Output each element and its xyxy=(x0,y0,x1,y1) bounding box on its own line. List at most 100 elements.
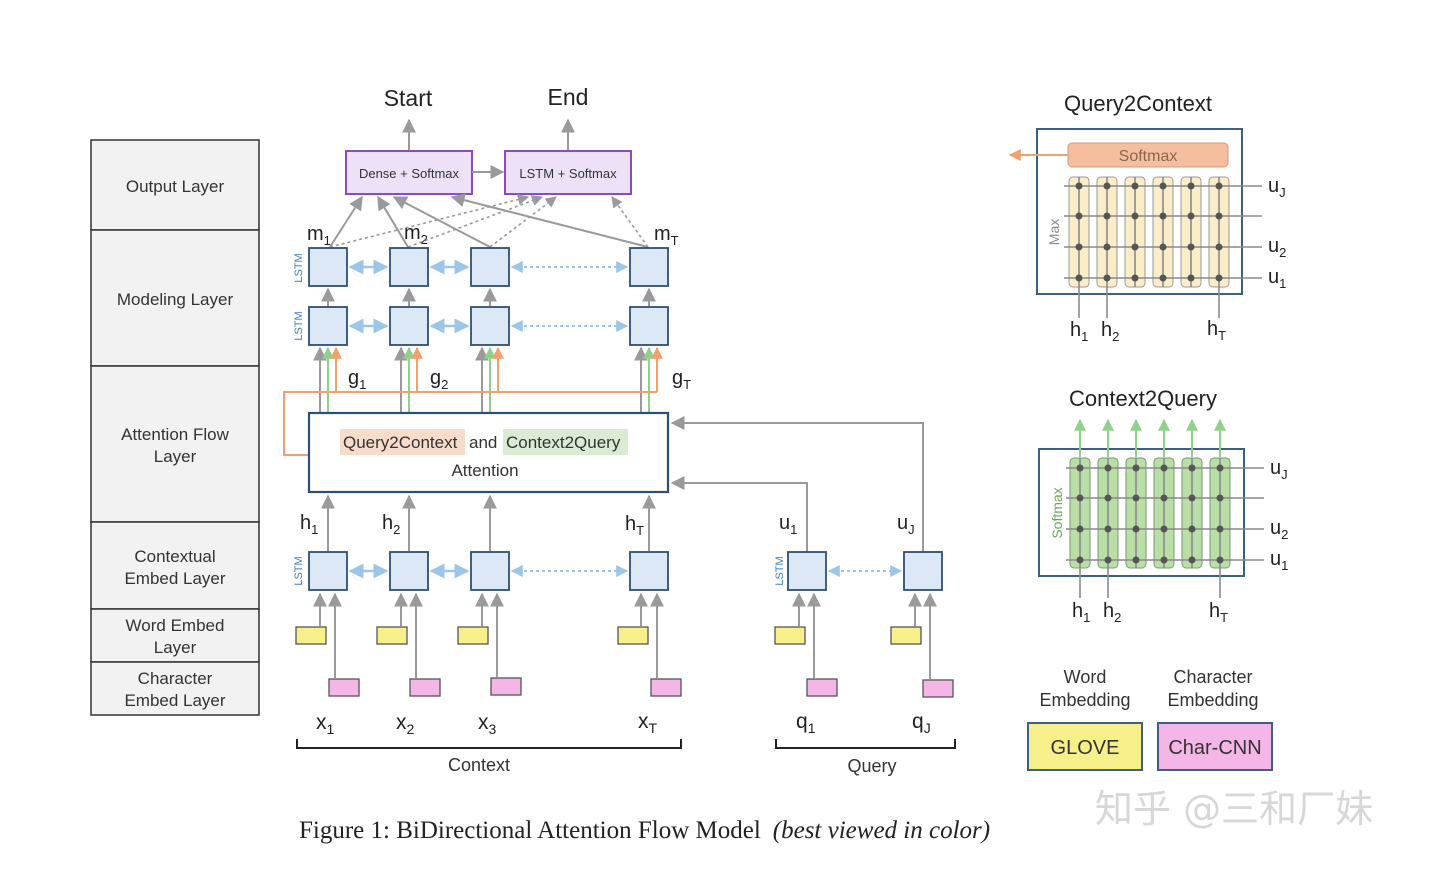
output-layer: Start End Dense + Softmax LSTM + Softmax xyxy=(329,84,649,248)
query-bracket xyxy=(775,739,956,749)
q2c-highlight xyxy=(340,429,465,455)
word-embed-qJ xyxy=(890,626,922,645)
m1-to-lstm-arrow xyxy=(329,194,530,248)
layer-label-contextual-2: Embed Layer xyxy=(124,569,225,588)
modeling-top-cell-2 xyxy=(389,247,429,287)
layer-label-contextual-1: Contextual xyxy=(134,547,215,566)
c2q-h2-label: h2 xyxy=(1103,600,1121,625)
attention-c2q-text: Context2Query xyxy=(506,433,621,452)
attention-subtitle: Attention xyxy=(451,461,518,480)
x1-label: x1 xyxy=(316,711,335,737)
c2q-u1-label: u1 xyxy=(1270,548,1288,573)
layer-box-attention xyxy=(90,365,260,523)
m1-to-dense-arrow xyxy=(329,195,363,248)
context-lstm-cell-3 xyxy=(470,551,510,591)
char-embed-1 xyxy=(328,678,360,697)
lstm-tag-modeling-top: LSTM xyxy=(293,253,305,282)
uJ-to-attention-arrow xyxy=(670,416,924,552)
q2c-u1-label: u1 xyxy=(1268,266,1286,291)
g2-label: g2 xyxy=(430,367,448,392)
legend-word-line1: Word xyxy=(1064,667,1107,687)
m2-label: m2 xyxy=(404,222,428,247)
watermark: 知乎 @三和厂妹 xyxy=(1095,787,1373,831)
q1-label: q1 xyxy=(796,710,816,736)
word-embed-1 xyxy=(295,626,327,645)
q2c-softmax-label: Softmax xyxy=(1119,148,1178,165)
u1-to-attention-arrow xyxy=(670,476,808,552)
start-label: Start xyxy=(384,85,433,111)
q2c-panel-title: Query2Context xyxy=(1064,91,1212,116)
embed-layers xyxy=(295,592,954,698)
layer-label-char-1: Character xyxy=(138,669,213,688)
layer-label-attention-1: Attention Flow xyxy=(121,425,229,444)
lstm-softmax-label: LSTM + Softmax xyxy=(519,166,617,181)
q2c-h2-label: h2 xyxy=(1101,319,1119,344)
char-embed-T xyxy=(650,678,682,697)
c2q-h1-label: h1 xyxy=(1072,600,1090,625)
lstm-tag-modeling-bottom: LSTM xyxy=(293,311,305,340)
q2c-uJ-label: uJ xyxy=(1268,175,1286,200)
u1-label: u1 xyxy=(779,512,797,537)
c2q-panel: Context2Query Softmax xyxy=(1038,386,1288,625)
mT-label: mT xyxy=(654,223,679,248)
x2-label: x2 xyxy=(396,711,415,737)
attention-flow-layer: Query2Context and Context2Query Attentio… xyxy=(283,346,924,552)
h1-label: h1 xyxy=(300,512,318,537)
query-lstm-cell-1 xyxy=(787,551,827,591)
modeling-top-cell-T xyxy=(629,247,669,287)
char-embed-qJ xyxy=(922,679,954,698)
figure-caption: Figure 1: BiDirectional Attention Flow M… xyxy=(299,817,990,844)
legend-char-line1: Character xyxy=(1173,667,1252,687)
context-lstm-cell-2 xyxy=(389,551,429,591)
hT-label: hT xyxy=(625,513,644,538)
layer-label-output: Output Layer xyxy=(126,177,225,196)
word-embed-T xyxy=(617,626,649,645)
layer-label-char-2: Embed Layer xyxy=(124,691,225,710)
modeling-bottom-cell-2 xyxy=(389,306,429,346)
c2q-panel-title: Context2Query xyxy=(1069,386,1217,411)
word-embed-q1 xyxy=(774,626,806,645)
mT-to-lstm-arrow xyxy=(611,196,649,248)
m3-to-lstm-arrow xyxy=(489,196,557,248)
q2c-grid-dots xyxy=(1075,182,1223,282)
mT-to-dense-arrow xyxy=(450,193,649,248)
c2q-uJ-label: uJ xyxy=(1270,457,1288,482)
lstm-softmax-box xyxy=(504,150,632,195)
context-lstm-cell-1 xyxy=(308,551,348,591)
context-lstm-cell-T xyxy=(629,551,669,591)
g-vectors xyxy=(283,346,663,456)
m1-label: m1 xyxy=(307,223,331,248)
q2c-h1-label: h1 xyxy=(1070,319,1088,344)
legend-glove-box xyxy=(1027,722,1143,771)
uJ-label: uJ xyxy=(897,512,915,537)
char-embed-3 xyxy=(490,677,522,696)
q2c-u2-label: u2 xyxy=(1268,235,1286,260)
context-label: Context xyxy=(448,755,510,775)
char-embed-q1 xyxy=(806,678,838,697)
attention-q2c-text: Query2Context xyxy=(343,433,458,452)
context-bracket xyxy=(296,739,682,749)
h2-label: h2 xyxy=(382,512,400,537)
layer-label-word-2: Layer xyxy=(154,638,197,657)
input-tokens: x1 x2 x3 xT q1 qJ Context Query xyxy=(296,710,956,776)
layer-label-attention-2: Layer xyxy=(154,447,197,466)
dense-softmax-box xyxy=(345,150,473,195)
modeling-bottom-cell-1 xyxy=(308,306,348,346)
q2c-panel: Query2Context Softmax Max u xyxy=(1008,91,1286,344)
qJ-label: qJ xyxy=(912,710,931,736)
m3-to-dense-arrow xyxy=(392,196,491,248)
layer-label-modeling: Modeling Layer xyxy=(117,290,234,309)
q2c-broadcast-line xyxy=(283,391,657,456)
attention-and-text: and xyxy=(469,433,497,452)
legend-charcnn-box xyxy=(1157,722,1273,771)
legend: Word Embedding Character Embedding GLOVE… xyxy=(1027,667,1273,771)
c2q-grid-dots xyxy=(1076,464,1224,564)
c2q-output-arrows xyxy=(1074,418,1226,457)
layer-box-modeling xyxy=(90,229,260,367)
xT-label: xT xyxy=(638,710,658,736)
modeling-top-cell-1 xyxy=(308,247,348,287)
modeling-bottom-cell-T xyxy=(629,306,669,346)
layer-box-char xyxy=(90,661,260,716)
gT-label: gT xyxy=(672,367,691,392)
